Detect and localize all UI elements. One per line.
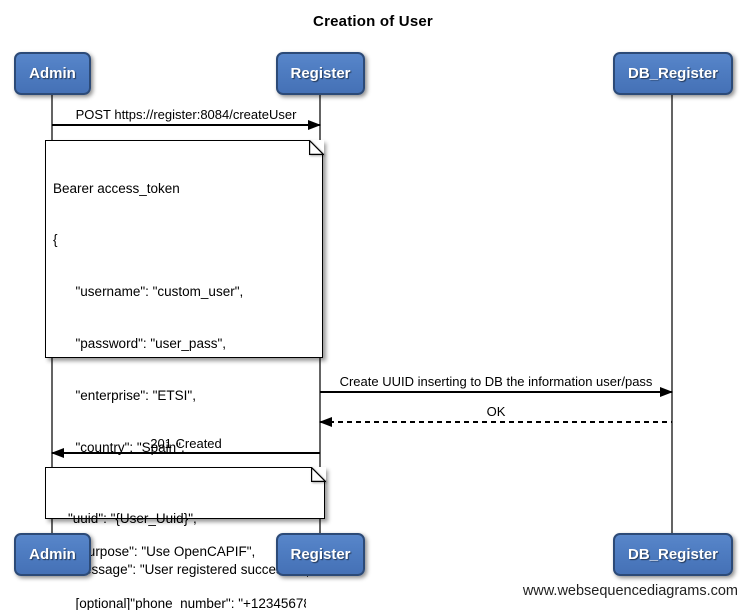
note-request-body-text: Bearer access_token { "username": "custo… bbox=[53, 145, 306, 610]
actor-register-bottom: Register bbox=[276, 533, 365, 576]
actor-db-register-label: DB_Register bbox=[627, 65, 719, 82]
message-create-uuid-label: Create UUID inserting to DB the informat… bbox=[339, 374, 653, 389]
actor-register-label: Register bbox=[290, 65, 351, 82]
arrowhead-left-icon bbox=[51, 448, 64, 458]
note-line: "country": "Spain", bbox=[53, 440, 185, 456]
note-line: { bbox=[53, 232, 58, 248]
message-ok-label: OK bbox=[486, 404, 506, 419]
note-fold-icon bbox=[308, 139, 324, 155]
actor-admin-bottom: Admin bbox=[14, 533, 91, 576]
note-line: "username": "custom_user", bbox=[53, 284, 244, 300]
arrowhead-right-icon bbox=[308, 120, 321, 130]
actor-admin-label: Admin bbox=[29, 546, 76, 563]
actor-db-register-label: DB_Register bbox=[627, 546, 719, 563]
note-response-body-text: "uuid": "{User_Uuid}", "message": "User … bbox=[53, 475, 308, 610]
note-fold-icon bbox=[310, 466, 326, 482]
message-201-created-line bbox=[51, 448, 320, 458]
message-create-uuid-line bbox=[320, 387, 673, 397]
arrowhead-right-icon bbox=[660, 387, 673, 397]
note-line: [optional]"phone_number": "+123456789", bbox=[53, 595, 307, 610]
message-post-createuser-label: POST https://register:8084/createUser bbox=[75, 107, 297, 122]
note-line: "purpose": "Use OpenCAPIF", bbox=[53, 543, 256, 559]
note-line: "password": "user_pass", bbox=[53, 336, 227, 352]
watermark: www.websequencediagrams.com bbox=[522, 583, 738, 599]
message-ok-line bbox=[319, 417, 672, 427]
actor-db-register-bottom: DB_Register bbox=[613, 533, 733, 576]
actor-register-top: Register bbox=[276, 52, 365, 95]
actor-db-register-top: DB_Register bbox=[613, 52, 733, 95]
actor-register-label: Register bbox=[290, 546, 351, 563]
actor-admin-label: Admin bbox=[29, 65, 76, 82]
note-response-body: "uuid": "{User_Uuid}", "message": "User … bbox=[45, 466, 326, 577]
note-line: "uuid": "{User_Uuid}", bbox=[53, 510, 197, 526]
arrowhead-left-icon bbox=[319, 417, 332, 427]
note-line: "message": "User registered successfully… bbox=[53, 562, 308, 578]
lifeline-db-register bbox=[671, 95, 673, 533]
actor-admin-top: Admin bbox=[14, 52, 91, 95]
note-request-body: Bearer access_token { "username": "custo… bbox=[45, 139, 324, 610]
note-line: "enterprise": "ETSI", bbox=[53, 388, 196, 404]
message-post-createuser-line bbox=[52, 120, 321, 130]
message-201-created-label: 201 Created bbox=[150, 436, 222, 451]
diagram-title: Creation of User bbox=[313, 13, 433, 30]
note-line: Bearer access_token bbox=[53, 180, 180, 196]
